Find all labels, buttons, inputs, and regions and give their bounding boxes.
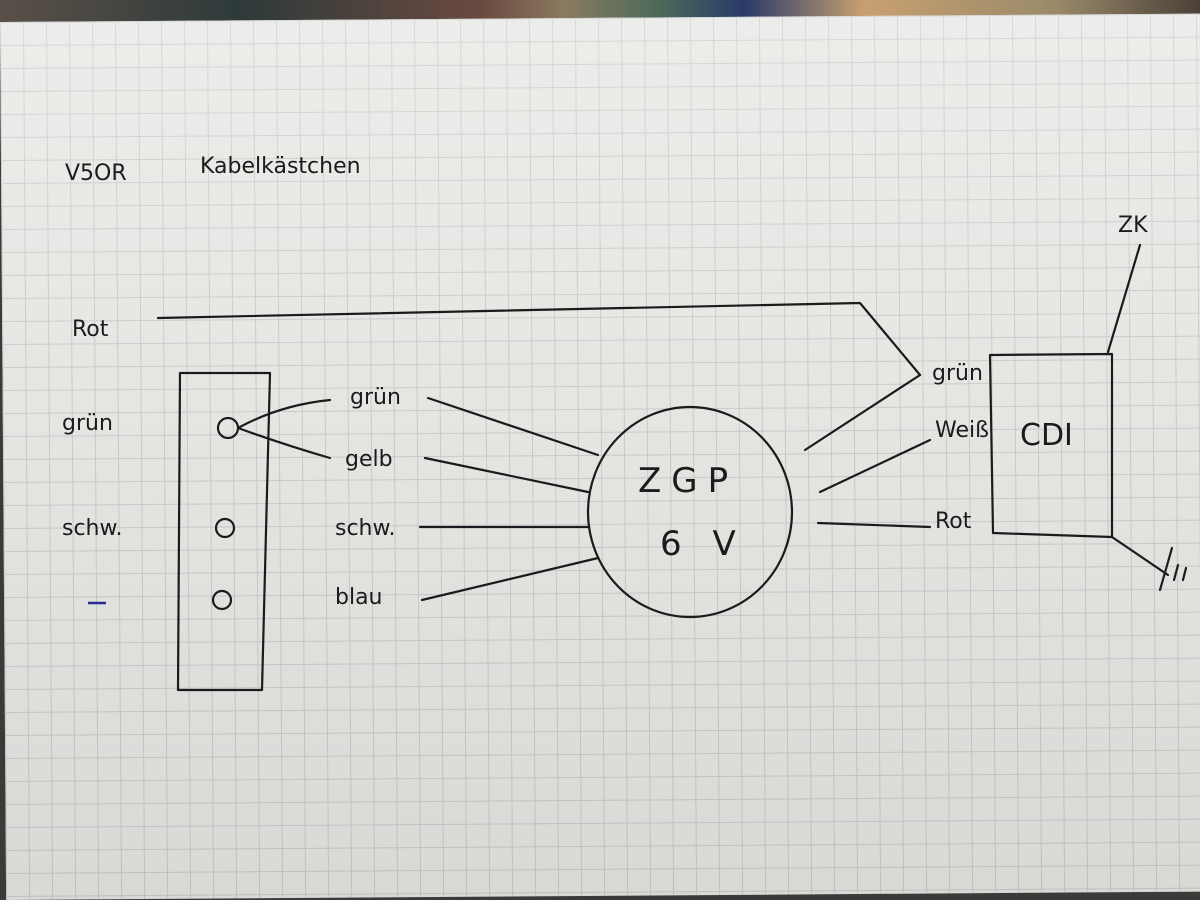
cdi-input-rot: Rot bbox=[935, 509, 972, 534]
wires-to-zgp bbox=[418, 396, 600, 602]
cdi-label: CDI bbox=[1020, 418, 1073, 453]
zk-label: ZK bbox=[1118, 213, 1148, 238]
terminal-gruen bbox=[216, 416, 240, 440]
cdi-input-gruen: grün bbox=[932, 361, 983, 386]
wires-zgp-to-cdi bbox=[803, 373, 932, 529]
wire-label-gelb: gelb bbox=[345, 447, 393, 472]
zgp-voltage: 6 V bbox=[660, 524, 746, 564]
connector-box bbox=[176, 371, 272, 692]
label-schw-left: schw. bbox=[62, 516, 122, 541]
wire-zk bbox=[1106, 243, 1142, 354]
label-gruen-left: grün bbox=[62, 411, 113, 436]
wire-split bbox=[236, 398, 332, 460]
zgp-label: ZGP bbox=[638, 461, 738, 501]
terminal-schw bbox=[214, 517, 236, 539]
ground-icon bbox=[1158, 546, 1188, 592]
label-rot-left: Rot bbox=[72, 317, 109, 342]
wire-label-schw: schw. bbox=[335, 516, 395, 541]
title-subject: Kabelkästchen bbox=[200, 154, 361, 179]
wire-label-gruen: grün bbox=[350, 385, 401, 410]
title-model: V5OR bbox=[65, 161, 127, 186]
zgp-circle bbox=[586, 405, 794, 619]
cdi-input-weiss: Weiß bbox=[935, 418, 989, 443]
wire-label-blau: blau bbox=[335, 585, 383, 610]
wire-rot-to-cdi bbox=[156, 301, 922, 377]
wire-ground bbox=[1110, 535, 1170, 577]
terminal-blau bbox=[211, 589, 233, 611]
